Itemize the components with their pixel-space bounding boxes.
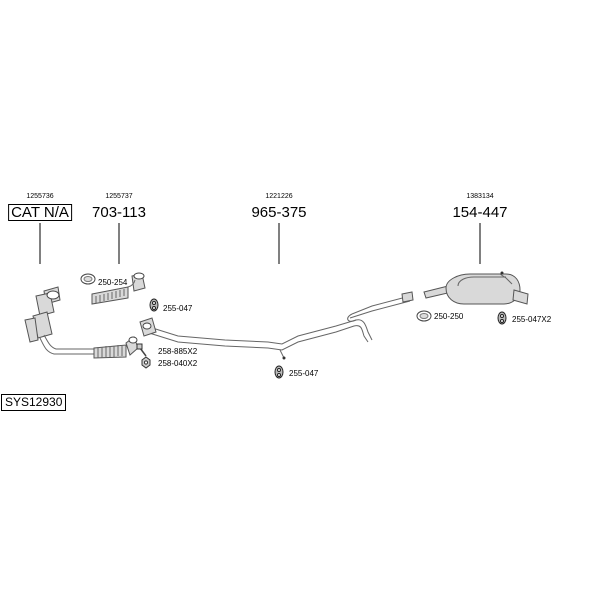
front-pipe-lower[interactable] (93, 336, 139, 359)
part-code-front-pipe: 1255737 (105, 193, 133, 200)
part-code-middle-pipe: 1221226 (265, 193, 293, 200)
clamp-icon[interactable] (416, 310, 432, 322)
part-code-rear-silencer: 1383134 (466, 193, 494, 200)
part-number-front-pipe[interactable]: 703-113 (92, 204, 146, 221)
catalytic-converter[interactable] (24, 286, 98, 355)
bolt-icon[interactable] (136, 343, 147, 357)
rear-silencer[interactable] (423, 271, 529, 305)
rubber-mount-icon[interactable] (149, 298, 159, 312)
clamp-icon[interactable] (80, 273, 96, 285)
part-code-catalyst: 1255736 (26, 193, 54, 200)
rubber-mount-icon[interactable] (497, 311, 507, 325)
accessory-label-clamp-rear[interactable]: 250-250 (434, 312, 464, 321)
accessory-label-clamp-front[interactable]: 250-254 (98, 278, 128, 287)
accessory-label-bolt[interactable]: 258-885X2 (158, 347, 198, 356)
accessory-label-mount-middle[interactable]: 255-047 (289, 369, 319, 378)
nut-icon[interactable] (141, 356, 151, 369)
middle-pipe[interactable] (139, 291, 414, 360)
accessory-label-nut[interactable]: 258-040X2 (158, 359, 198, 368)
part-number-middle-pipe[interactable]: 965-375 (251, 204, 307, 221)
accessory-label-mount-front[interactable]: 255-047 (163, 304, 193, 313)
front-pipe-upper[interactable] (91, 272, 146, 305)
accessory-label-mount-rear[interactable]: 255-047X2 (512, 315, 552, 324)
rubber-mount-icon[interactable] (274, 365, 284, 379)
part-number-catalyst[interactable]: CAT N/A (8, 204, 72, 221)
part-number-rear-silencer[interactable]: 154-447 (452, 204, 508, 221)
system-id-label: SYS12930 (1, 394, 67, 411)
